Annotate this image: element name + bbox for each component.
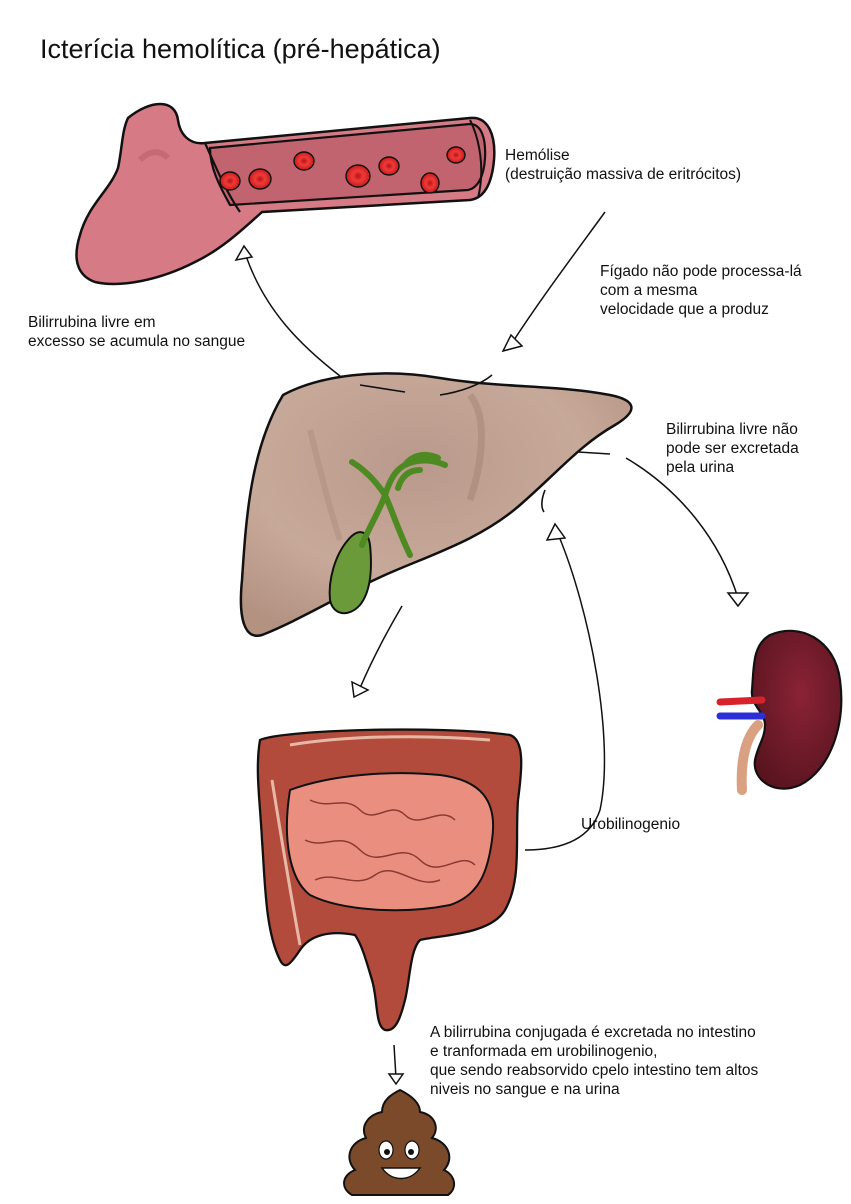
- liver-illustration: [239, 372, 633, 637]
- kidney-illustration: [716, 629, 843, 795]
- arrow-hemolysis-to-liver: [511, 211, 606, 344]
- liver-body: [239, 372, 633, 637]
- label-bilirubin-accumulates: Bilirrubina livre em excesso se acumula …: [28, 314, 246, 350]
- flow-arrows: [234, 211, 750, 1086]
- ureter: [736, 720, 763, 795]
- small-intestine: [285, 772, 495, 912]
- red-blood-cells: [219, 146, 466, 194]
- arrow-liver-to-vessel: [245, 255, 341, 377]
- label-urobilinogen: Urobilinogenio: [581, 816, 681, 833]
- kidney-body: [750, 629, 843, 790]
- diagram-title: Icterícia hemolítica (pré-hepática): [40, 34, 441, 64]
- arrow-urobilinogen-to-liver: [524, 533, 606, 851]
- label-hemolysis: Hemólise (destruição massiva de eritróci…: [505, 147, 742, 183]
- bile-ducts: [349, 451, 448, 558]
- arrow-intestine-to-poop: [393, 1044, 397, 1079]
- arrow-liver-to-intestine: [359, 605, 403, 689]
- blood-vessel-illustration: [75, 102, 496, 286]
- label-liver-cannot-process: Fígado não pode processa-lá com a mesma …: [600, 263, 802, 318]
- arrow-liver-to-kidney: [625, 457, 739, 599]
- poop-body: [343, 1088, 456, 1196]
- vessel-lumen: [208, 122, 487, 207]
- label-conjugated-bilirubin: A bilirrubina conjugada é excretada no i…: [430, 1024, 759, 1098]
- label-not-excreted-urine: Bilirrubina livre não pode ser excretada…: [666, 421, 799, 476]
- renal-artery: [716, 696, 766, 706]
- poop-illustration: [343, 1088, 456, 1196]
- intestines-illustration: [256, 728, 523, 1032]
